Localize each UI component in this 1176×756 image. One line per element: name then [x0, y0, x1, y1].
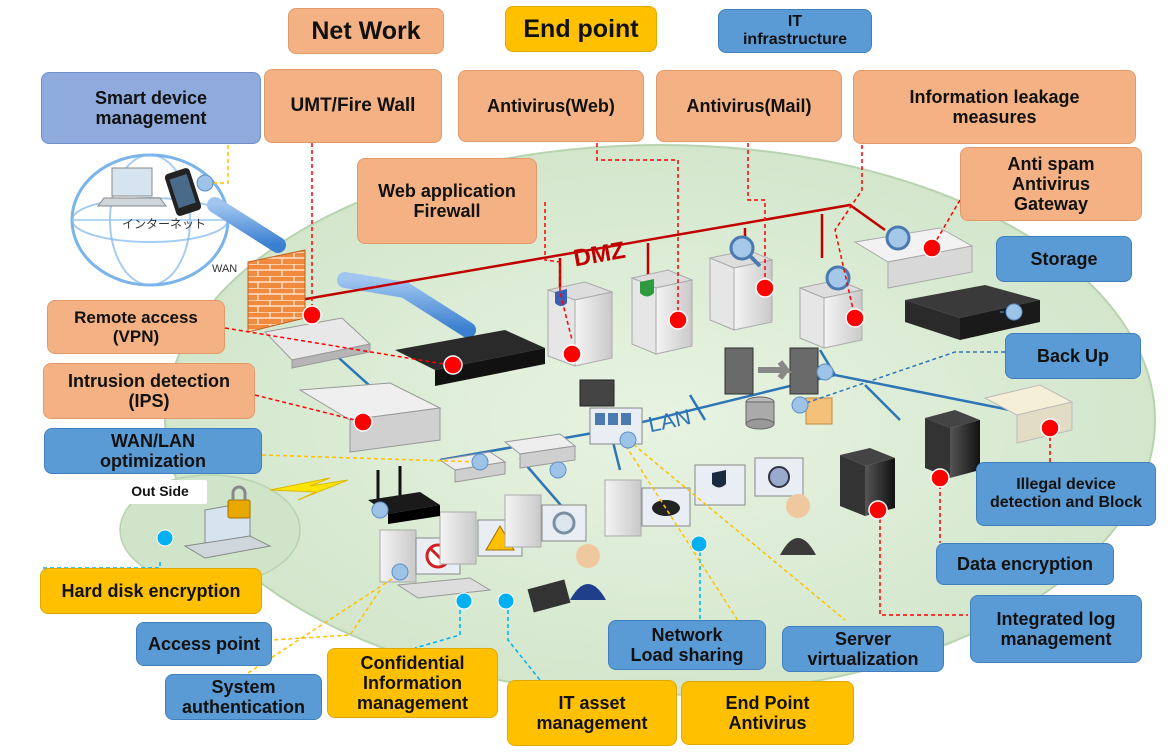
antivirus-web-label: Antivirus(Web): [458, 70, 644, 142]
network-load-sharing-label: Network Load sharing: [608, 620, 766, 670]
endpoint-pcs-icon: [604, 457, 804, 537]
cyan-dots: [156, 529, 708, 610]
waf-server-icon: [546, 281, 614, 367]
anti-spam-label: Anti spam Antivirus Gateway: [960, 147, 1142, 221]
category-it-infrastructure: IT infrastructure: [718, 9, 872, 53]
connector-lines: [40, 143, 1051, 681]
intrusion-detection-label: Intrusion detection (IPS): [43, 363, 255, 419]
confidential-information-label: Confidential Information management: [327, 648, 498, 718]
internet-text: インターネット: [122, 217, 206, 231]
endpoint-antivirus-label: End Point Antivirus: [681, 681, 854, 745]
outside-laptop-icon: [183, 485, 272, 559]
backup-label: Back Up: [1005, 333, 1141, 379]
antivirus-mail-label: Antivirus(Mail): [656, 70, 842, 142]
system-authentication-label: System authentication: [165, 674, 322, 720]
wireless-bolt-icon: [269, 477, 349, 501]
encryption-server-icon: [925, 410, 980, 478]
server-virtualization-label: Server virtualization: [782, 626, 944, 672]
log-server-icon: [840, 448, 895, 516]
firewall-wall-icon: [247, 249, 306, 333]
category-endpoint: End point: [505, 6, 657, 52]
category-network: Net Work: [288, 8, 444, 54]
data-encryption-label: Data encryption: [936, 543, 1114, 585]
dmz-server-icon: [798, 265, 864, 349]
it-asset-management-label: IT asset management: [507, 680, 677, 746]
illegal-device-label: Illegal device detection and Block: [976, 462, 1156, 526]
wan-pipe-lower: [337, 272, 476, 338]
spam-gateway-icon: [853, 225, 974, 289]
user-person-icon: [527, 544, 606, 613]
core-servers-icon: [724, 347, 833, 430]
information-leakage-label: Information leakage measures: [853, 70, 1136, 144]
web-application-firewall-label: Web application Firewall: [357, 158, 537, 244]
mail-server-icon: [708, 235, 774, 331]
access-point-label: Access point: [136, 622, 272, 666]
smartphone-icon: [164, 168, 202, 216]
ips-appliance-icon: [298, 382, 442, 453]
wan-lan-optimization-label: WAN/LAN optimization: [44, 428, 262, 474]
wan-text: WAN: [212, 263, 237, 275]
integrated-log-management-label: Integrated log management: [970, 595, 1142, 663]
client-pcs-icon: [379, 494, 587, 599]
vpn-router-icon: [395, 330, 545, 386]
smart-device-management-label: Smart device management: [41, 72, 261, 144]
remote-access-label: Remote access (VPN): [47, 300, 225, 354]
admin-person-icon: [780, 494, 816, 555]
blue-dots: [196, 174, 1023, 581]
outside-label: Out Side: [113, 480, 207, 504]
red-dots: [302, 238, 1060, 520]
hard-disk-encryption-label: Hard disk encryption: [40, 568, 262, 614]
storage-label: Storage: [996, 236, 1132, 282]
laptop-icon: [97, 167, 167, 207]
wan-pipe-upper: [207, 197, 286, 253]
utm-firewall-label: UMT/Fire Wall: [264, 69, 442, 143]
